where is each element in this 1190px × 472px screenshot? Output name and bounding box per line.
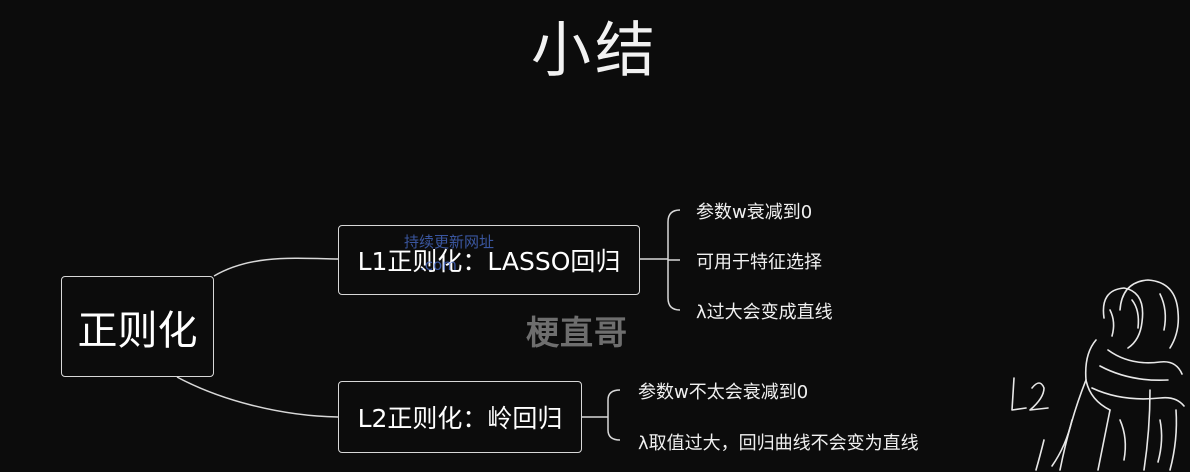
branch-node-l2: L2正则化：岭回归 [338, 381, 582, 453]
bracket-l1 [640, 209, 681, 311]
slide-title: 小结 [531, 16, 659, 86]
l2-point-2: λ取值过大，回归曲线不会变为直线 [638, 433, 919, 454]
watermark-overlay-line1: 持续更新网址 [404, 233, 495, 251]
l1-point-3: λ过大会变成直线 [696, 302, 833, 323]
connector-root-l1 [213, 257, 339, 277]
branch-node-l1: L1正则化：LASSO回归 [338, 225, 640, 295]
bracket-l2 [582, 389, 621, 441]
l2-point-1: 参数w不太会衰减到0 [638, 382, 809, 403]
watermark-author: 梗直哥 [526, 313, 628, 352]
watermark-overlay-line2: .com [420, 256, 457, 274]
connector-root-l2 [176, 376, 339, 418]
hug-sketch-illustration [1011, 279, 1185, 471]
root-node: 正则化 [61, 276, 214, 377]
l1-point-2: 可用于特征选择 [696, 252, 822, 273]
l1-point-1: 参数w衰减到0 [696, 202, 813, 223]
